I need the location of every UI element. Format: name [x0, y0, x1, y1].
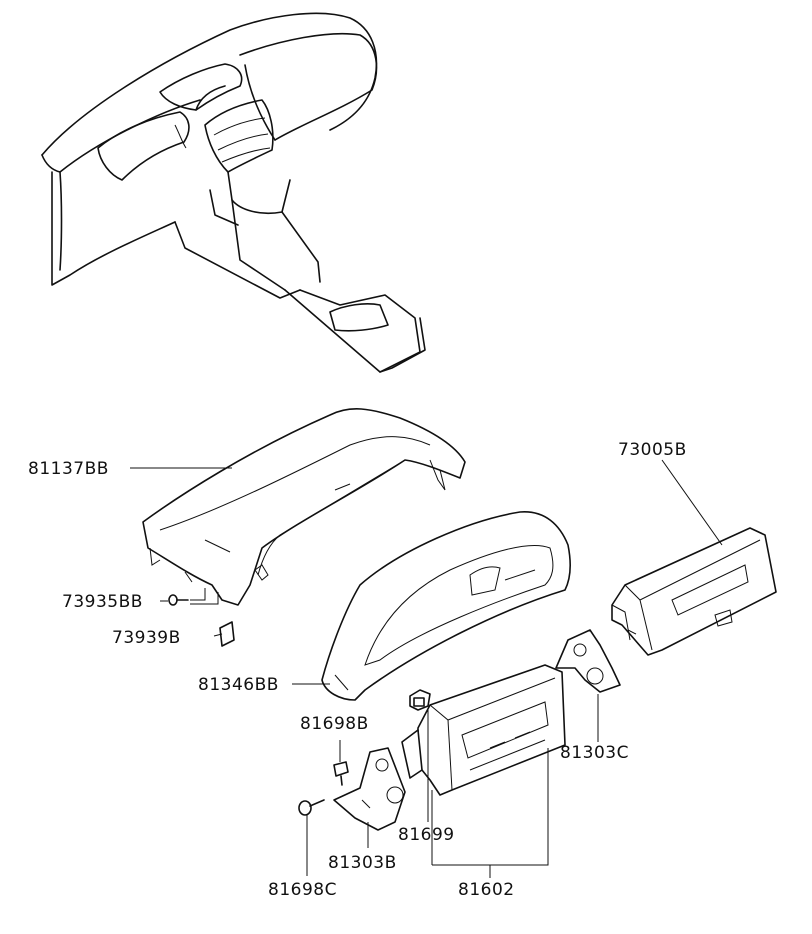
part-81698C-screw — [298, 799, 325, 816]
part-81602-meter-unit — [401, 664, 566, 796]
leader-73935BB-b — [190, 588, 206, 601]
part-73935BB-screw — [168, 594, 189, 606]
label-73005B: 73005B — [618, 440, 687, 460]
part-81303B-bracket — [333, 747, 406, 831]
label-81698C: 81698C — [268, 880, 337, 900]
label-81346BB: 81346BB — [198, 675, 279, 695]
label-81137BB: 81137BB — [28, 459, 109, 479]
label-81698B: 81698B — [300, 714, 369, 734]
part-81303C-bracket — [555, 629, 621, 693]
part-81699-clip — [409, 689, 431, 711]
dashboard-overview-illustration — [41, 12, 426, 373]
label-81602: 81602 — [458, 880, 515, 900]
label-81303C: 81303C — [560, 743, 629, 763]
label-81699: 81699 — [398, 825, 455, 845]
part-73005B-display-unit — [611, 527, 777, 656]
part-81698B-screw — [333, 761, 349, 786]
label-73939B: 73939B — [112, 628, 181, 648]
leader-73935BB-c — [190, 592, 219, 605]
label-73935BB: 73935BB — [62, 592, 143, 612]
label-81303B: 81303B — [328, 853, 397, 873]
part-73939B-clip — [213, 621, 235, 647]
part-81137BB-hood — [142, 408, 466, 606]
part-81346BB-bezel — [321, 511, 571, 701]
leader-81602-right — [432, 748, 549, 866]
leader-73005B — [661, 459, 723, 546]
